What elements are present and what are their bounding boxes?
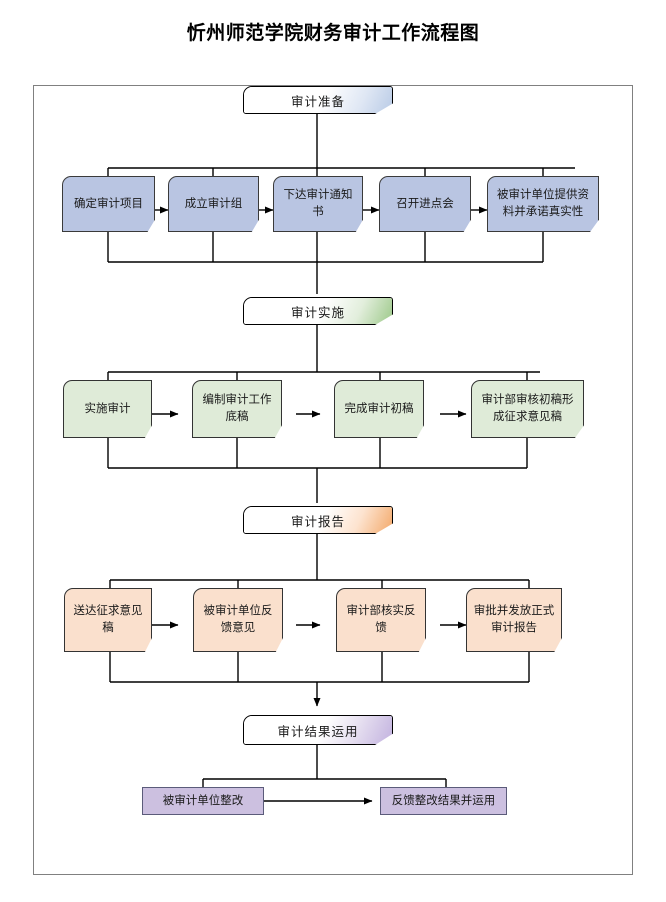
process-box[interactable]: 送达征求意见稿 <box>64 588 152 652</box>
process-box[interactable]: 成立审计组 <box>168 176 259 232</box>
stage-header-fill <box>244 716 392 744</box>
process-box[interactable]: 下达审计通知书 <box>273 176 363 232</box>
process-box-label: 送达征求意见稿 <box>73 605 143 634</box>
stage-header-fill <box>244 298 392 324</box>
process-box-label: 实施审计 <box>84 402 131 415</box>
process-box-label: 反馈整改结果并运用 <box>391 795 496 807</box>
process-box-label: 成立审计组 <box>184 197 243 210</box>
process-box-label: 审计部审核初稿形成征求意见稿 <box>481 394 574 423</box>
process-box[interactable]: 审计部核实反馈 <box>336 588 426 652</box>
process-box-label: 完成审计初稿 <box>344 402 414 415</box>
stage-header-label: 审计实施 <box>290 305 345 320</box>
stage-header-fill <box>244 507 392 533</box>
process-box[interactable]: 审批并发放正式审计报告 <box>466 588 562 652</box>
page-title: 忻州师范学院财务审计工作流程图 <box>186 23 480 44</box>
process-box-label: 审计部核实反馈 <box>346 605 416 634</box>
process-box-label: 被审计单位整改 <box>162 795 244 807</box>
process-box-label: 被审计单位反馈意见 <box>203 605 273 634</box>
process-box-label: 下达审计通知书 <box>283 189 353 218</box>
process-box[interactable]: 被审计单位提供资料并承诺真实性 <box>487 176 599 232</box>
process-box[interactable]: 审计部审核初稿形成征求意见稿 <box>471 380 584 438</box>
stage-header-execution[interactable]: 审计实施 <box>243 297 393 325</box>
process-box[interactable]: 编制审计工作底稿 <box>192 380 282 438</box>
process-box[interactable]: 实施审计 <box>63 380 152 438</box>
stage-header-preparation[interactable]: 审计准备 <box>243 86 393 114</box>
process-box-label: 审批并发放正式审计报告 <box>473 605 555 634</box>
process-box[interactable]: 召开进点会 <box>379 176 471 232</box>
process-box-label: 召开进点会 <box>396 197 454 210</box>
stage-header-fill <box>244 87 392 113</box>
process-box-label: 被审计单位提供资料并承诺真实性 <box>497 189 589 218</box>
process-box[interactable]: 确定审计项目 <box>62 176 155 232</box>
process-box[interactable]: 被审计单位整改 <box>142 787 264 815</box>
stage-header-label: 审计结果运用 <box>277 724 359 739</box>
stage-header-report[interactable]: 审计报告 <box>243 506 393 534</box>
process-box[interactable]: 完成审计初稿 <box>334 380 424 438</box>
stage-header-application[interactable]: 审计结果运用 <box>243 715 393 745</box>
process-box[interactable]: 被审计单位反馈意见 <box>193 588 283 652</box>
process-box-label: 确定审计项目 <box>74 197 143 210</box>
process-box-label: 编制审计工作底稿 <box>202 394 272 423</box>
stage-header-label: 审计准备 <box>290 94 345 109</box>
process-box[interactable]: 反馈整改结果并运用 <box>380 787 507 815</box>
stage-header-label: 审计报告 <box>290 514 345 529</box>
